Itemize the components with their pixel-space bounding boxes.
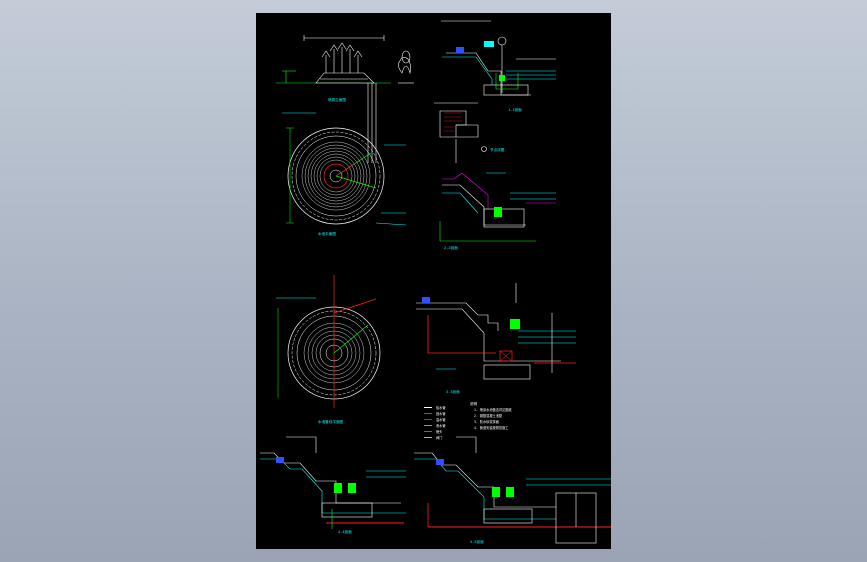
pool-plan-bottom	[276, 275, 381, 408]
legend-item: 回水管	[436, 411, 446, 416]
pool-plan-top	[282, 112, 407, 226]
title-plan-bottom: 水池管线平面图	[318, 419, 344, 424]
title-section-b: 2-2剖面	[444, 245, 458, 250]
section-e	[414, 436, 611, 544]
note-line: 3. 防水砂浆抹面	[474, 419, 499, 424]
note-line: 2. 钢筋混凝土池壁	[474, 413, 503, 418]
title-detail: 节点详图	[490, 147, 505, 152]
section-c	[416, 283, 576, 380]
notes: 说明 1. 喷泉水池做法详见图纸 2. 钢筋混凝土池壁 3. 防水砂浆抹面 4.…	[470, 401, 512, 430]
section-b	[439, 172, 556, 242]
cad-drawing: 喷泉立面图	[260, 20, 611, 544]
legend: 给水管 回水管 溢水管 泄水管 喷头 阀门	[424, 405, 446, 440]
title-section-d: 4-4剖面	[338, 529, 352, 534]
section-a	[441, 20, 556, 96]
legend-item: 给水管	[436, 405, 446, 410]
title-elevation: 喷泉立面图	[328, 97, 346, 102]
legend-item: 泄水管	[436, 423, 446, 428]
note-line: 1. 喷泉水池做法详见图纸	[474, 407, 512, 412]
note-line: 4. 管道安装按规范施工	[474, 425, 509, 430]
title-section-c: 3-3剖面	[446, 389, 460, 394]
legend-item: 阀门	[436, 435, 442, 440]
legend-item: 喷头	[436, 429, 443, 434]
legend-item: 溢水管	[436, 417, 446, 422]
title-section-e: 5-5剖面	[470, 539, 484, 544]
fountain-elevation	[276, 35, 414, 163]
drawing-sheet: 喷泉立面图	[256, 13, 611, 549]
title-plan-top: 水池平面图	[318, 231, 336, 236]
detail-node	[434, 102, 487, 163]
section-d	[260, 436, 406, 529]
title-section-a: 1-1剖面	[508, 107, 522, 112]
notes-heading: 说明	[470, 401, 478, 406]
